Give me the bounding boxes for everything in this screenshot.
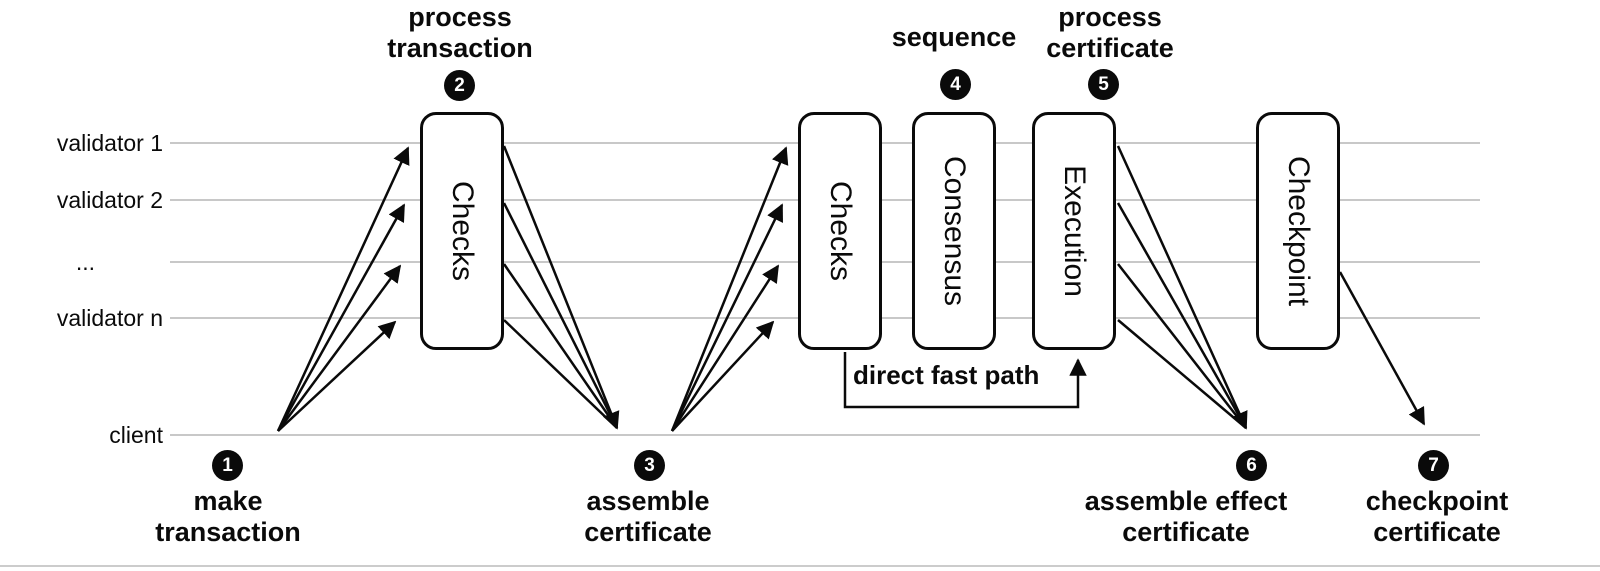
step-label-process-certificate: process certificate (1046, 2, 1174, 63)
lane-label-validator-n: validator n (56, 305, 163, 331)
lane-label-validator-2: validator 2 (56, 187, 163, 213)
step-label-checkpoint-certificate: checkpoint certificate (1365, 486, 1509, 547)
phase-label-consensus: Consensus (938, 155, 971, 307)
step-number-3: 3 (644, 454, 655, 476)
step-number-5: 5 (1098, 73, 1109, 95)
step-marker-2: 2 (444, 70, 475, 101)
arrows-assemble-certificate (502, 145, 620, 430)
lane-label-validator-1: validator 1 (56, 130, 163, 156)
step-label-process-transaction: process transaction (387, 2, 533, 63)
phase-box-checkpoint: Checkpoint (1256, 112, 1340, 350)
step-label-assemble-certificate: assemble certificate (584, 486, 712, 547)
arrows-make-transaction (276, 146, 410, 432)
step-number-2: 2 (454, 74, 465, 96)
arrow-checkpoint-certificate (1338, 271, 1426, 426)
message-arrows (276, 145, 1426, 432)
step-label-sequence: sequence (891, 22, 1017, 52)
phase-box-checks-2: Checks (798, 112, 882, 350)
step-number-7: 7 (1428, 454, 1439, 476)
step-marker-7: 7 (1418, 450, 1449, 481)
step-marker-5: 5 (1088, 69, 1119, 100)
fast-path-label: direct fast path (853, 360, 1040, 390)
phase-label-checks-1: Checks (446, 180, 479, 282)
phase-label-checkpoint: Checkpoint (1282, 155, 1315, 307)
lane-label-client: client (109, 422, 163, 448)
step-label-assemble-effect-certificate: assemble effect certificate (1084, 486, 1288, 547)
phase-label-execution: Execution (1058, 165, 1091, 297)
arrows-send-certificate (670, 146, 789, 432)
lane-label-ellipsis: ... (75, 249, 96, 275)
arrows-assemble-effect-certificate (1116, 145, 1248, 430)
phase-label-checks-2: Checks (824, 180, 857, 282)
fast-path-arrow (843, 352, 1087, 409)
phase-box-execution: Execution (1032, 112, 1116, 350)
step-marker-4: 4 (940, 69, 971, 100)
step-number-4: 4 (950, 73, 961, 95)
step-marker-1: 1 (212, 450, 243, 481)
step-number-1: 1 (222, 454, 233, 476)
phase-box-consensus: Consensus (912, 112, 996, 350)
step-label-make-transaction: make transaction (155, 486, 301, 547)
step-number-6: 6 (1246, 454, 1257, 476)
step-marker-3: 3 (634, 450, 665, 481)
phase-box-checks-1: Checks (420, 112, 504, 350)
step-marker-6: 6 (1236, 450, 1267, 481)
